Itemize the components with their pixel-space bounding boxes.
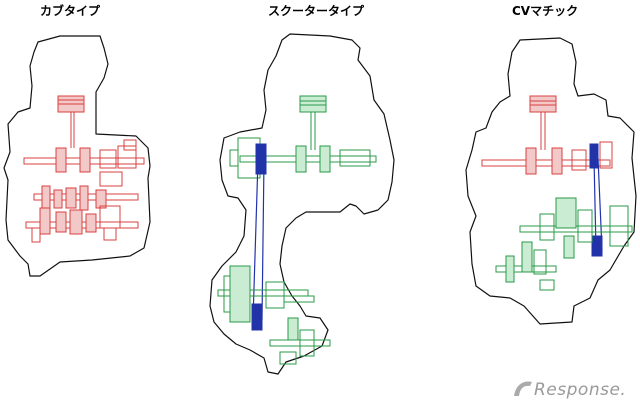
cv-piston [529,95,557,113]
logo-swoosh-icon [514,381,532,396]
cv-matic-engine-diagram [465,37,637,325]
cub-engine-outline [3,35,151,277]
scooter-engine-diagram [209,33,395,375]
response-logo [510,376,630,402]
scooter-crankshaft [239,155,377,163]
cv-matic-engine-outline [465,37,637,325]
title-scooter-type: スクータータイプ [268,4,365,18]
scooter-drive-pulley [255,143,267,175]
cub-engine-diagram [3,35,151,277]
title-cv-matic: CVマチック [512,4,579,18]
scooter-driven-pulley [251,303,263,331]
cv-clutch [555,197,577,229]
scooter-clutch [229,265,251,323]
title-cub-type: カブタイプ [40,4,101,18]
cv-crankshaft [481,159,611,167]
cv-belt [593,157,597,251]
scooter-belt [252,159,259,321]
cv-driven-pulley [591,235,603,257]
logo-text: Response. [534,380,627,400]
scooter-engine-outline [209,33,395,375]
scooter-piston [299,95,327,113]
